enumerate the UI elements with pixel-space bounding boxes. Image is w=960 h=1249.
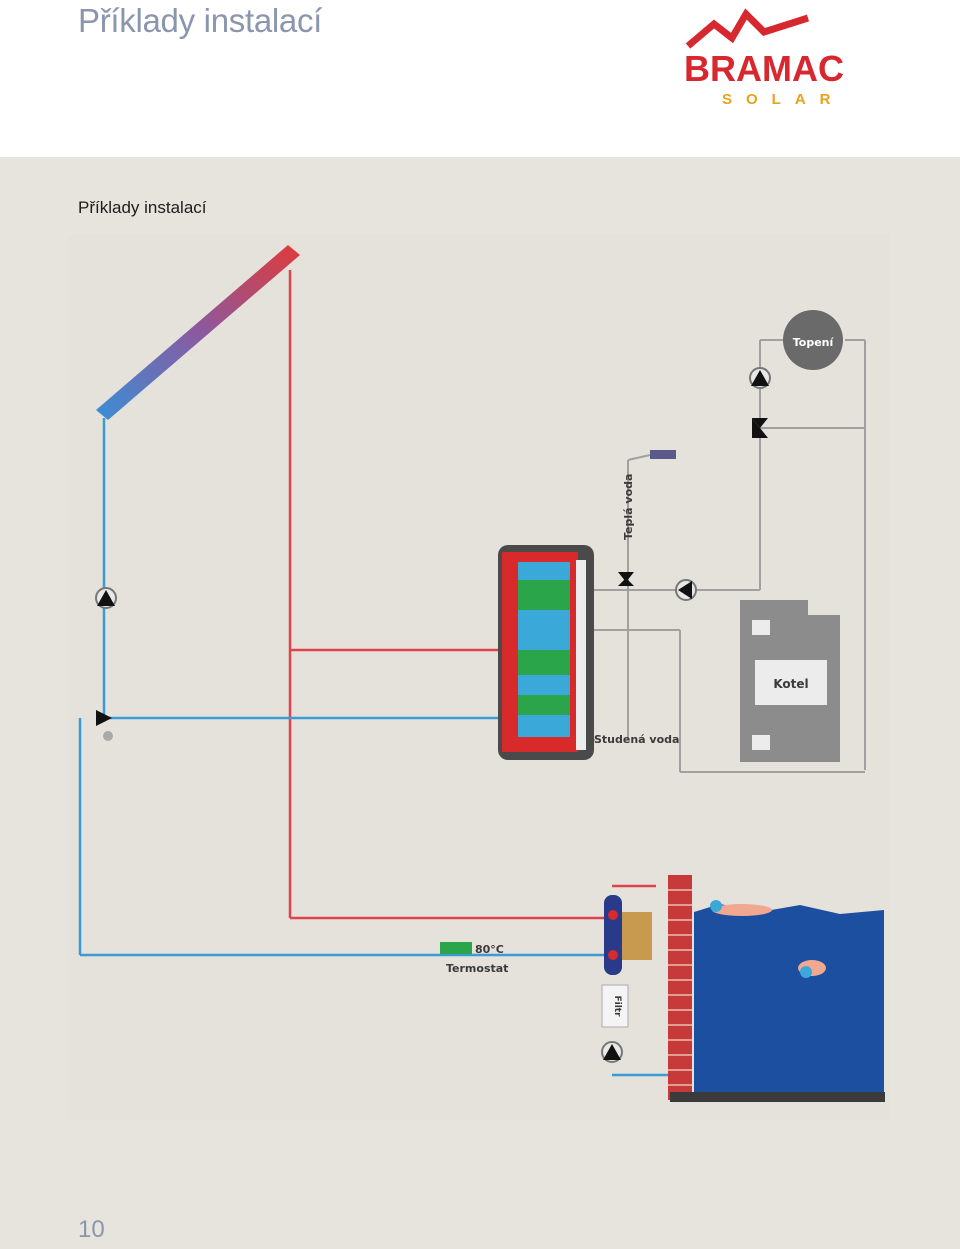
swimmer-icon xyxy=(710,900,826,978)
pool-icon xyxy=(694,904,884,1098)
heat-exchanger-icon xyxy=(604,895,652,975)
radiator-icon xyxy=(783,310,843,370)
section-title: Příklady instalací xyxy=(78,198,207,217)
hot-pipes xyxy=(288,270,656,920)
boiler-label: Kotel xyxy=(773,677,808,691)
warm-water-label: Teplá voda xyxy=(622,474,635,540)
thermometer-icon xyxy=(103,731,113,741)
temperature-label: 80°C xyxy=(475,943,504,956)
thermostat-label: Termostat xyxy=(446,962,508,975)
pool-floor xyxy=(670,1092,885,1102)
logo-mark-icon xyxy=(685,8,810,49)
solar-collector-icon xyxy=(96,245,300,420)
page-header: Příklady instalací BRAMAC SOLAR xyxy=(0,0,960,157)
bramac-solar-logo: BRAMAC SOLAR xyxy=(684,8,845,108)
page-number: 10 xyxy=(78,1216,105,1243)
logo-brand-text: BRAMAC xyxy=(684,48,844,89)
brick-wall-icon xyxy=(668,875,692,1100)
heating-label: Topení xyxy=(793,336,835,349)
filter-icon xyxy=(601,984,629,1028)
grey-pipes xyxy=(576,339,866,773)
logo-sub-text: SOLAR xyxy=(722,91,845,108)
page-title: Příklady instalací xyxy=(78,2,323,39)
valve-icons xyxy=(96,418,768,726)
cold-water-label: Studená voda xyxy=(594,733,679,746)
solar-installation-diagram: Topení Teplá voda Kotel Studená voda 80°… xyxy=(68,235,890,1120)
thermostat-icon xyxy=(440,942,472,954)
tap-icon xyxy=(650,450,676,459)
storage-tank-icon xyxy=(498,545,594,760)
pump-icons xyxy=(95,367,771,1063)
cold-pipes xyxy=(78,418,690,1077)
filter-label: Filtr xyxy=(612,995,622,1017)
